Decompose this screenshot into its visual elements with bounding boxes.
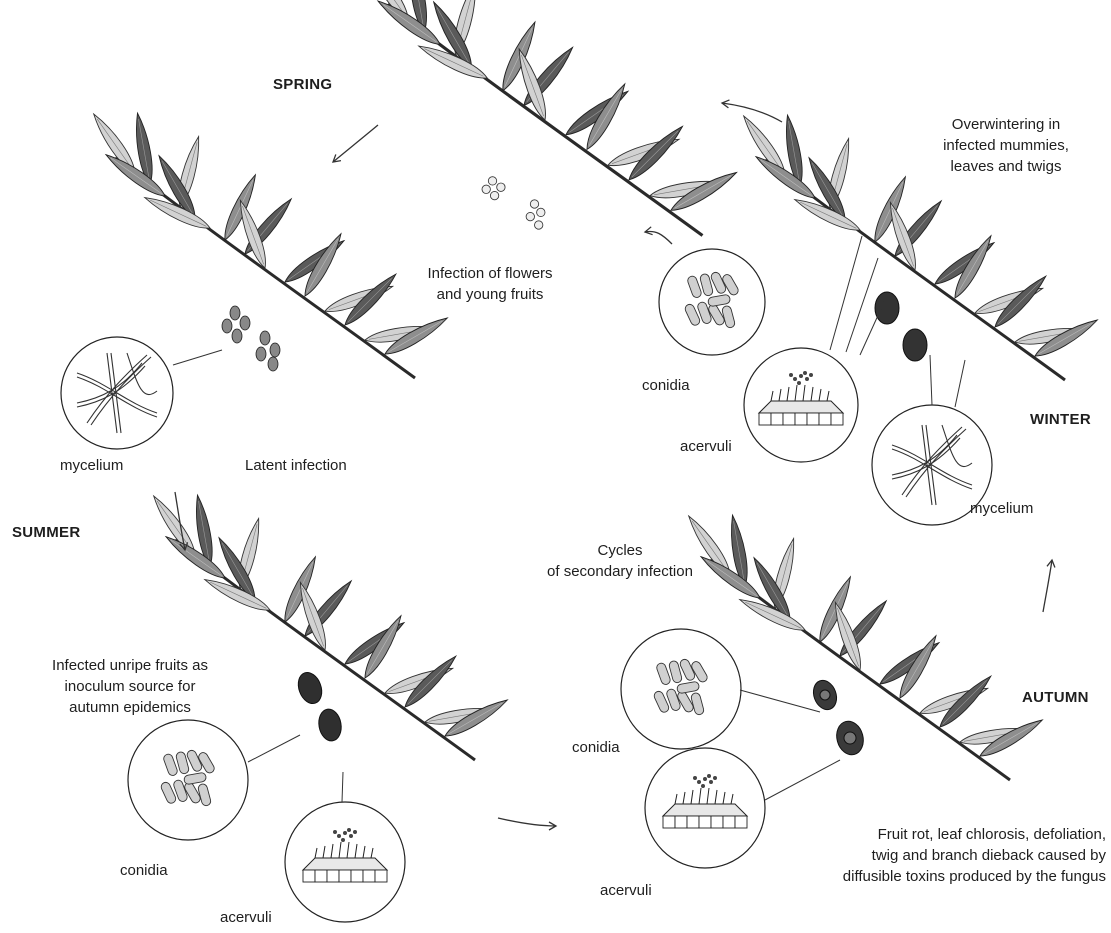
secondary-infection-text: Cycles of secondary infection: [520, 540, 720, 582]
season-label-winter: WINTER: [1030, 411, 1091, 428]
unripe-fruit-icon: [294, 669, 343, 742]
acervuli-label: acervuli: [680, 436, 732, 457]
acervuli-label: acervuli: [220, 907, 272, 928]
acervuli-circle-icon: [285, 802, 405, 922]
rotten-fruit-icon: [810, 677, 867, 758]
infection-flowers-text: Infection of flowers and young fruits: [390, 263, 590, 305]
acervuli-circle-icon: [645, 748, 765, 868]
conidia-label: conidia: [642, 375, 690, 396]
mummy-fruit-icon: [875, 292, 927, 361]
season-label-spring: SPRING: [273, 76, 332, 93]
conidia-circle-icon: [659, 249, 765, 355]
conidia-circle-icon: [128, 720, 248, 840]
autumn-branch-icon: [684, 513, 1046, 780]
acervuli-circle-icon: [744, 348, 858, 462]
mycelium-circle-icon: [61, 337, 173, 449]
latent-infection-text: Latent infection: [245, 455, 347, 476]
spring-branch-icon: [360, 0, 740, 235]
conidia-circle-icon: [621, 629, 741, 749]
flowers-icon: [482, 177, 545, 230]
mycelium-label: mycelium: [970, 498, 1033, 519]
mycelium-label: mycelium: [60, 455, 123, 476]
conidia-label: conidia: [120, 860, 168, 881]
season-label-summer: SUMMER: [12, 524, 80, 541]
early-branch-icon: [89, 111, 451, 378]
season-label-autumn: AUTUMN: [1022, 689, 1089, 706]
unripe-fruits-text: Infected unripe fruits as inoculum sourc…: [15, 655, 245, 718]
overwintering-text: Overwintering in infected mummies, leave…: [906, 114, 1106, 177]
acervuli-label: acervuli: [600, 880, 652, 901]
symptoms-text: Fruit rot, leaf chlorosis, defoliation, …: [760, 824, 1106, 887]
young-fruits-icon: [222, 306, 280, 371]
summer-branch-icon: [149, 493, 511, 760]
conidia-label: conidia: [572, 737, 620, 758]
